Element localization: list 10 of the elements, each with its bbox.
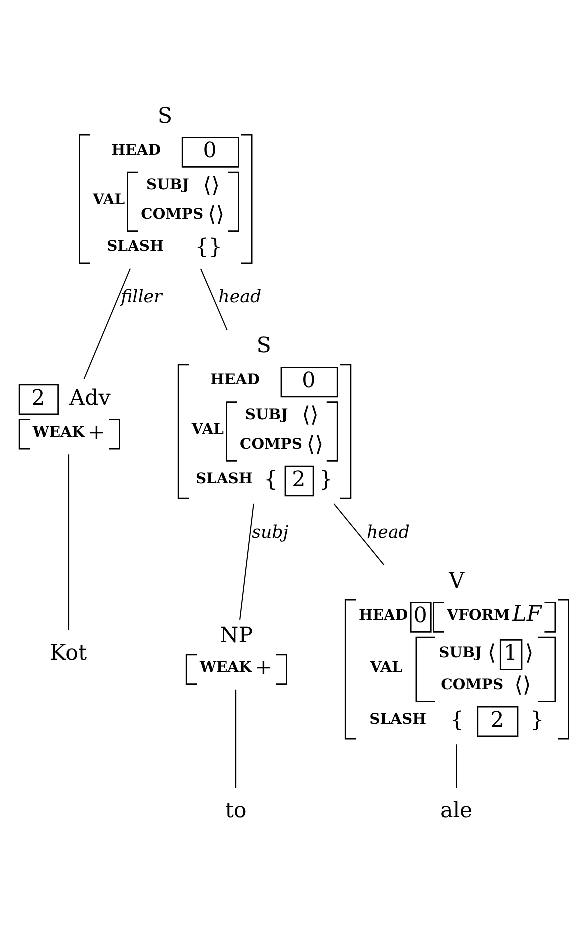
node-label: V bbox=[449, 568, 465, 594]
edge-label: head bbox=[366, 522, 410, 543]
edge-label: head bbox=[218, 288, 262, 308]
node-label: S bbox=[158, 104, 173, 129]
node-text: Kot bbox=[50, 640, 88, 666]
edge-label: filler bbox=[121, 288, 162, 308]
edge-label: subj bbox=[252, 522, 289, 543]
node-text: ale bbox=[440, 798, 473, 824]
node-label: S bbox=[256, 334, 272, 359]
node-text: to bbox=[225, 798, 247, 824]
